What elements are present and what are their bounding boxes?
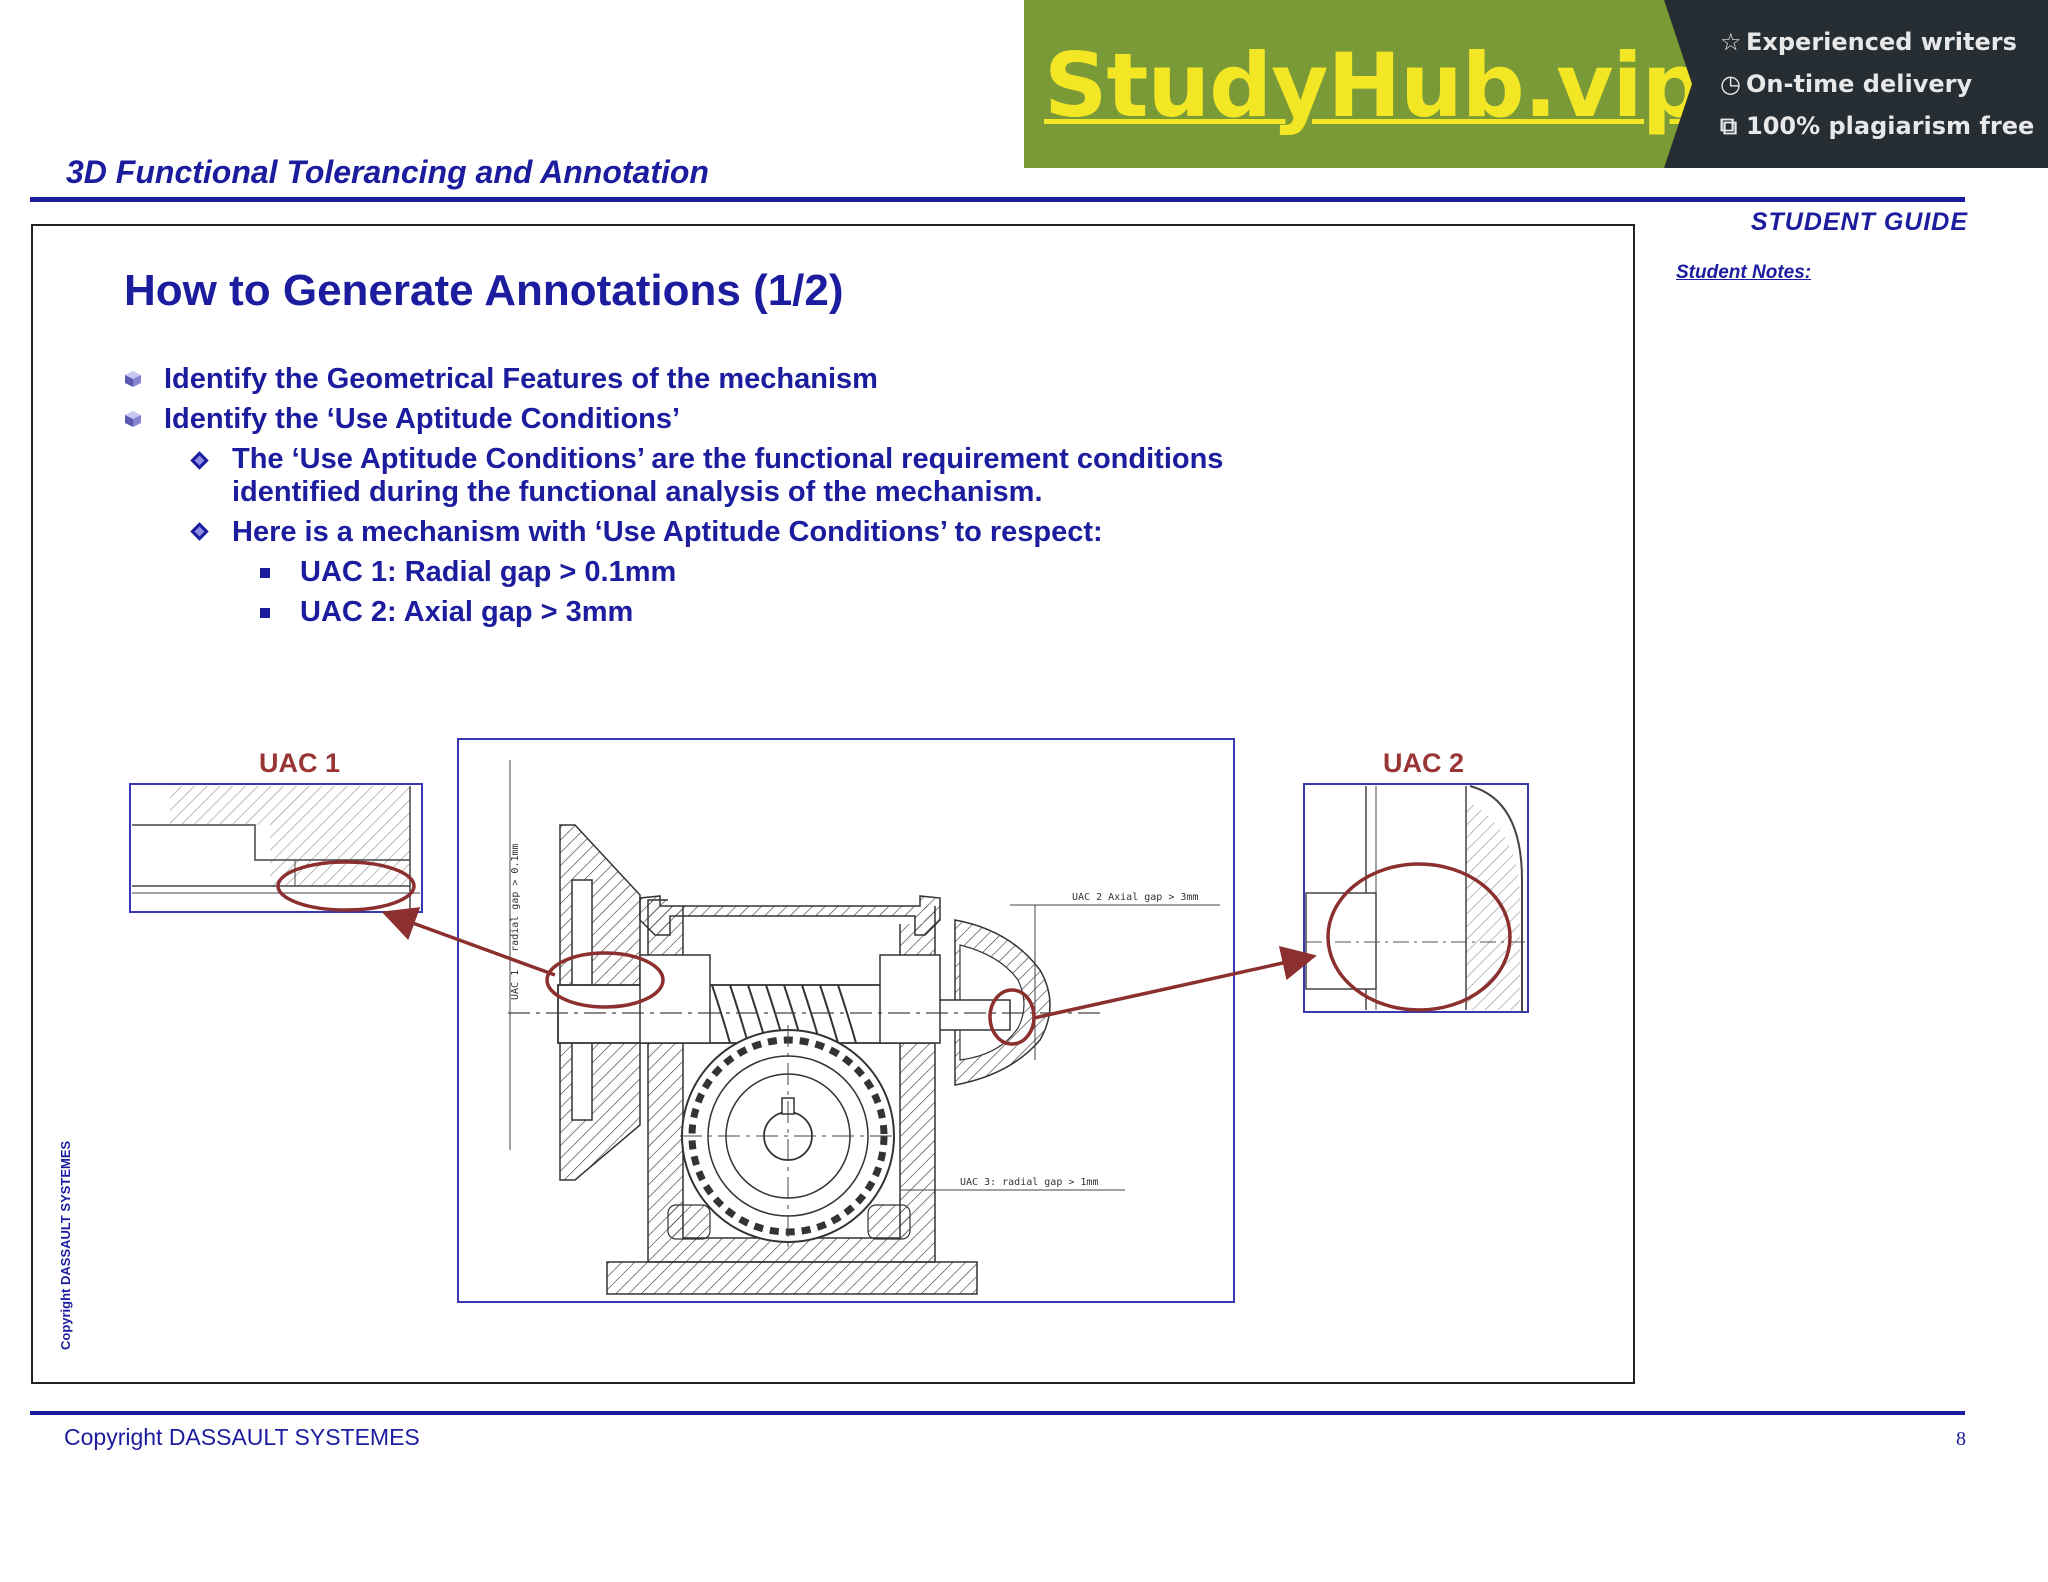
uac2-figure-label: UAC 2 xyxy=(1383,748,1465,778)
header-divider xyxy=(30,197,1965,202)
star-icon: ☆ xyxy=(1720,28,1742,56)
uac1-connector-arrow xyxy=(381,907,556,977)
uac2-highlight-ellipse xyxy=(1326,862,1512,1012)
uac2-drawing-note: UAC 2 Axial gap > 3mm xyxy=(1072,892,1198,903)
bullet-geometrical-features: Identify the Geometrical Features of the… xyxy=(164,363,878,395)
feature-experienced-writers: ☆Experienced writers xyxy=(1720,28,2017,56)
uac1-detail-view xyxy=(129,783,423,913)
footer-copyright: Copyright DASSAULT SYSTEMES xyxy=(64,1424,420,1450)
uac2-connector-arrow xyxy=(1033,945,1317,1020)
document-title: 3D Functional Tolerancing and Annotation xyxy=(66,154,709,190)
bullet-use-aptitude-conditions: Identify the ‘Use Aptitude Conditions’ xyxy=(164,403,681,435)
student-guide-label: STUDENT GUIDE xyxy=(1750,208,1968,236)
sub-bullet-mechanism: Here is a mechanism with ‘Use Aptitude C… xyxy=(232,516,1103,548)
student-notes-label: Student Notes: xyxy=(1676,262,1812,283)
slide-title: How to Generate Annotations (1/2) xyxy=(124,266,844,315)
square-bullet-icon xyxy=(260,608,270,618)
square-bullet-icon xyxy=(260,568,270,578)
sub-bullet-uac-definition-line2: identified during the functional analysi… xyxy=(232,476,1043,508)
sub-bullet-uac-definition-line1: The ‘Use Aptitude Conditions’ are the fu… xyxy=(232,443,1224,475)
feature-label: On-time delivery xyxy=(1746,70,1973,98)
feature-label: 100% plagiarism free xyxy=(1746,112,2035,140)
uac1-highlight-ellipse xyxy=(276,860,416,912)
main-uac1-highlight xyxy=(545,951,665,1009)
cube-bullet-icon xyxy=(125,371,141,387)
feature-label: Experienced writers xyxy=(1746,28,2017,56)
uac2-detail-view xyxy=(1303,783,1529,1013)
clock-icon: ◷ xyxy=(1720,70,1741,98)
side-copyright: Copyright DASSAULT SYSTEMES xyxy=(58,1140,73,1350)
uac3-drawing-note: UAC 3: radial gap > 1mm xyxy=(960,1177,1098,1188)
feature-on-time-delivery: ◷On-time delivery xyxy=(1720,70,1972,98)
copy-icon: ⧉ xyxy=(1720,112,1738,140)
mechanism-drawing: UAC 1 : radial gap > 0.1mm UAC 2 Axial g… xyxy=(457,738,1235,1303)
banner-logo[interactable]: StudyHub.vip xyxy=(1044,34,1705,137)
uac1-condition: UAC 1: Radial gap > 0.1mm xyxy=(300,556,677,588)
uac2-condition: UAC 2: Axial gap > 3mm xyxy=(300,596,634,628)
uac1-drawing-note: UAC 1 : radial gap > 0.1mm xyxy=(510,843,521,1000)
ad-banner[interactable]: StudyHub.vip ☆Experienced writers ◷On-ti… xyxy=(1024,0,2048,168)
uac1-figure-label: UAC 1 xyxy=(259,748,341,778)
footer-divider xyxy=(30,1411,1965,1415)
cube-bullet-icon xyxy=(125,411,141,427)
slide-frame xyxy=(31,224,1635,1384)
banner-features-panel: ☆Experienced writers ◷On-time delivery ⧉… xyxy=(1664,0,2048,168)
page-number: 8 xyxy=(1956,1428,1966,1450)
feature-plagiarism-free: ⧉ 100% plagiarism free xyxy=(1720,112,2034,140)
